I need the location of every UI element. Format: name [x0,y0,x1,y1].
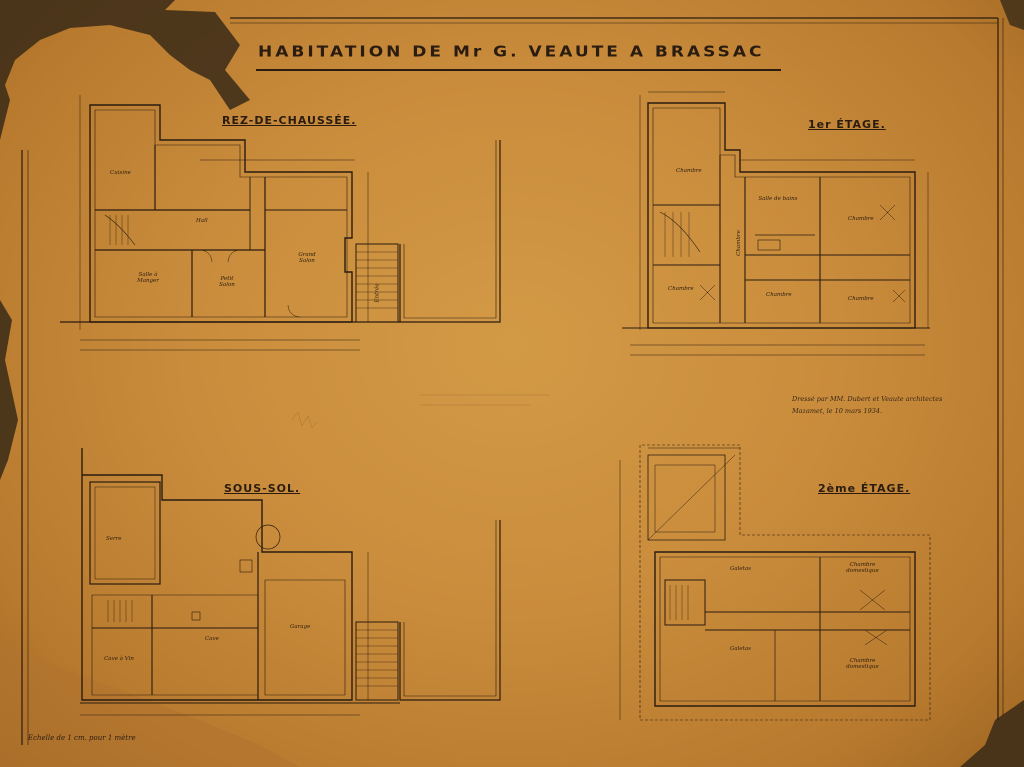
room-label: Petit Salon [219,276,235,288]
room-label: Cuisine [110,170,131,176]
room-label: Serre [106,536,122,542]
room-label: Galetas [730,646,751,652]
room-label: Chambre [848,216,874,222]
room-label: Cave à Vin [104,656,134,662]
room-label: Hall [196,218,208,224]
room-label: Chambre domestique [846,562,879,574]
plan-title-etage2: 2ème ÉTAGE. [818,482,911,495]
room-label: Salle de bains [758,196,798,202]
room-label: Entrée [374,283,381,303]
scale-note: Echelle de 1 cm. pour 1 mètre [28,734,136,742]
room-label: Cave [205,636,219,642]
room-label: Grand Salon [298,252,316,264]
room-label: Chambre [766,292,792,298]
document-title: HABITATION DE Mr G. VEAUTE A BRASSAC [258,43,765,61]
title-underline [256,69,781,71]
room-label: Garage [290,624,311,630]
room-label: Chambre [668,286,694,292]
room-label: Chambre [848,296,874,302]
room-label: Salle à Manger [137,272,159,284]
plan-title-etage1: 1er ÉTAGE. [808,118,886,131]
plan-title-rdc: REZ-DE-CHAUSSÉE. [222,114,357,127]
room-label: Chambre [735,230,742,256]
room-label: Chambre [676,168,702,174]
architect-caption: Dressé par MM. Dubert et Veaute architec… [792,395,943,415]
plan-title-soussol: SOUS-SOL. [224,482,301,495]
room-label: Galetas [730,566,751,572]
room-label: Chambre domestique [846,658,879,670]
